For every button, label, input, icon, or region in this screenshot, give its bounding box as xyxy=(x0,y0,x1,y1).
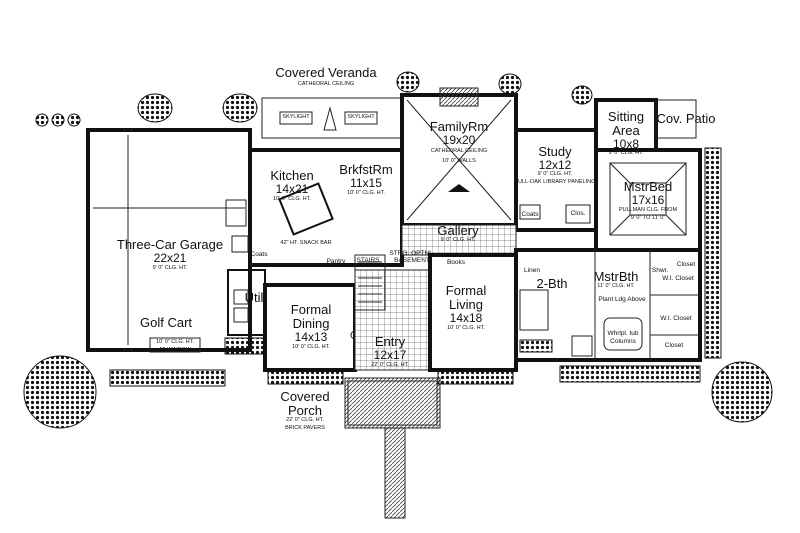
kitchen-label: Kitchen xyxy=(270,168,314,183)
covered-veranda-label: Covered Veranda xyxy=(275,65,377,80)
study-note-1: 9' 0" CLG. HT. xyxy=(537,171,573,177)
books-label: Books xyxy=(446,259,466,266)
study-note-2: Full-Oak Library Paneling xyxy=(514,179,596,185)
walk-in-closet-label-2: W.I. Closet xyxy=(660,315,692,322)
whirlpool-label-1: Whrlpl. tub xyxy=(607,330,639,337)
kitchen-dimensions: 14x21 xyxy=(275,182,309,196)
closet-label-2: Closet xyxy=(664,342,684,349)
kitchen-note: 10' 0" CLG. HT. xyxy=(273,196,311,202)
covered-porch-label: Covered xyxy=(280,389,330,404)
formal-dining-note: 10' 0" CLG. HT. xyxy=(292,344,330,350)
sitting-area-note: 9' 0" CLG. HT. xyxy=(608,150,644,156)
formal-dining-label-2: Dining xyxy=(292,316,330,331)
covered-veranda-note: CATHEDRAL CEILING xyxy=(297,81,355,87)
family-room-dimensions: 19x20 xyxy=(442,133,476,147)
family-room-label: FamilyRm xyxy=(429,119,489,134)
master-bedroom-note-1: PULLMAN CLG. FROM xyxy=(618,207,678,213)
garage-label: Three-Car Garage xyxy=(116,237,224,252)
breakfast-room-note: 10' 0" CLG. HT. xyxy=(347,190,385,196)
snack-bar-label: 42" Ht. Snack Bar xyxy=(280,240,332,246)
utility-label: Util xyxy=(244,290,264,305)
whirlpool-label-2: Columns xyxy=(610,338,636,345)
formal-dining-dimensions: 14x13 xyxy=(294,330,328,344)
bath-wing-walls xyxy=(514,248,702,362)
breakfast-room-label: BrkfstRm xyxy=(339,162,393,177)
sitting-area-label-2: Area xyxy=(612,123,640,138)
sitting-area-dimensions: 10x8 xyxy=(612,137,640,151)
linen-label: Linen xyxy=(524,267,540,274)
formal-dining-label: Formal xyxy=(290,302,332,317)
covered-porch-note-1: 22' 0" CLG. HT. xyxy=(286,417,324,423)
plant-ledge-label: Plant Ldg Above xyxy=(598,296,646,303)
skylight-label-1: SKYLIGHT xyxy=(282,114,310,120)
entry-dimensions: 12x17 xyxy=(373,348,407,362)
covered-porch-label-2: Porch xyxy=(288,403,322,418)
skylight-label-2: SKYLIGHT xyxy=(347,114,375,120)
closet-label-1: Closet xyxy=(676,261,696,268)
master-bedroom-label: MstrBed xyxy=(623,179,673,194)
storage-label-2: BASEMENT xyxy=(394,257,430,264)
garage-note: 9' 0" CLG. HT. xyxy=(152,265,188,271)
coats-label-2: Coats xyxy=(521,211,539,218)
closet-small-label: Clos. xyxy=(570,210,586,217)
pantry-label: Pantry xyxy=(326,258,346,265)
garage-dimensions: 22x21 xyxy=(153,251,187,265)
entry-floor xyxy=(354,269,431,371)
formal-living-note: 10' 0" CLG. HT. xyxy=(447,325,485,331)
master-bedroom-dimensions: 17x16 xyxy=(631,193,665,207)
shower-label: Shwr. xyxy=(651,267,669,274)
golf-cart-label: Golf Cart xyxy=(139,315,193,330)
utility-walls xyxy=(227,269,266,336)
landscaping xyxy=(23,71,773,429)
entry-label: Entry xyxy=(374,334,406,349)
two-bath-label: 2-Bth xyxy=(536,276,568,291)
study-dimensions: 12x12 xyxy=(538,158,572,172)
family-room-note-2: 10' 0" WALLS xyxy=(442,158,476,164)
golf-cart-note-1: 10' 0" CLG. HT. xyxy=(156,339,194,345)
covered-patio-label: Cov. Patio xyxy=(656,111,716,126)
formal-living-label: Formal xyxy=(445,283,487,298)
walk-in-closet-label-1: W.I. Closet xyxy=(662,275,694,282)
study-label: Study xyxy=(538,144,572,159)
master-bedroom-note-2: 9' 0" TO 11' 0" xyxy=(630,215,666,221)
entry-note: 22' 0" CLG. HT. xyxy=(371,362,409,368)
master-bath-label: MstrBth xyxy=(593,269,639,284)
formal-living-label-2: Living xyxy=(449,297,483,312)
gallery-label: Gallery xyxy=(437,223,479,238)
coats-label-1: Coats xyxy=(250,251,268,258)
formal-living-dimensions: 14x18 xyxy=(449,311,483,325)
sitting-area-label: Sitting xyxy=(607,109,645,124)
storage-label-1: STRG. OPTNL. xyxy=(389,250,435,257)
gallery-floor xyxy=(401,224,517,256)
covered-porch-note-2: Brick Pavers xyxy=(285,425,325,431)
family-room-note-1: CATHEDRAL CEILING xyxy=(430,148,488,154)
breakfast-room-dimensions: 11x15 xyxy=(350,176,382,190)
covered-porch-pavers xyxy=(344,377,441,429)
stairs-label: STAIRS xyxy=(356,257,380,264)
master-bath-note: 11' 0" CLG. HT. xyxy=(597,283,635,289)
golf-cart-note-2: AT WINDOW xyxy=(158,347,192,353)
gallery-note: 9' 0" CLG. HT. xyxy=(440,237,476,243)
